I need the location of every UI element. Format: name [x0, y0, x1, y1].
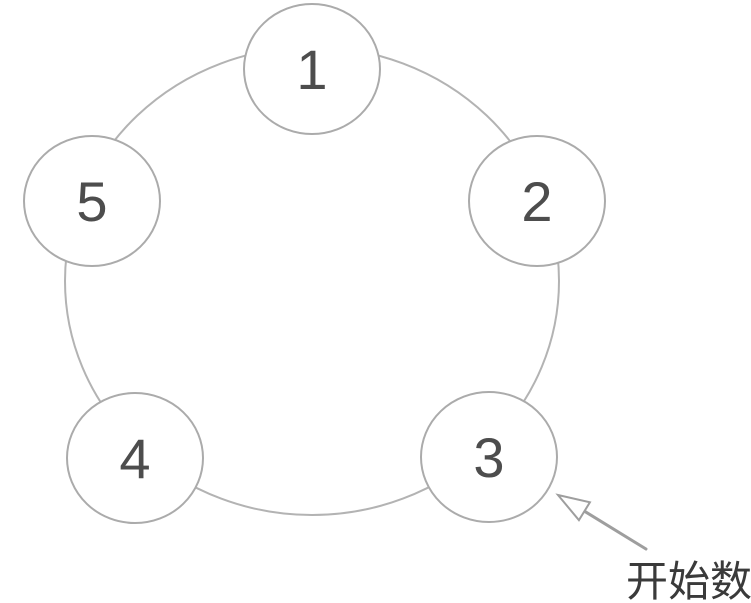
node-1: 1	[243, 3, 381, 135]
node-2: 2	[468, 135, 606, 267]
node-label-2: 2	[521, 170, 552, 233]
node-label-3: 3	[473, 426, 504, 489]
node-5: 5	[23, 135, 161, 267]
start-arrow-shaft	[582, 509, 648, 551]
node-circle-3	[420, 391, 558, 523]
nodes-layer: 1 2 3 4 5	[23, 3, 606, 524]
start-arrow	[555, 493, 648, 551]
node-label-1: 1	[296, 38, 327, 101]
node-circle-1	[243, 3, 381, 135]
node-circle-5	[23, 135, 161, 267]
node-circle-4	[66, 392, 204, 524]
start-label: 开始数	[626, 558, 751, 603]
node-circle-2	[468, 135, 606, 267]
node-label-5: 5	[76, 170, 107, 233]
node-4: 4	[66, 392, 204, 524]
node-label-4: 4	[119, 427, 150, 490]
start-arrow-head	[555, 493, 592, 522]
node-3: 3	[420, 391, 558, 523]
